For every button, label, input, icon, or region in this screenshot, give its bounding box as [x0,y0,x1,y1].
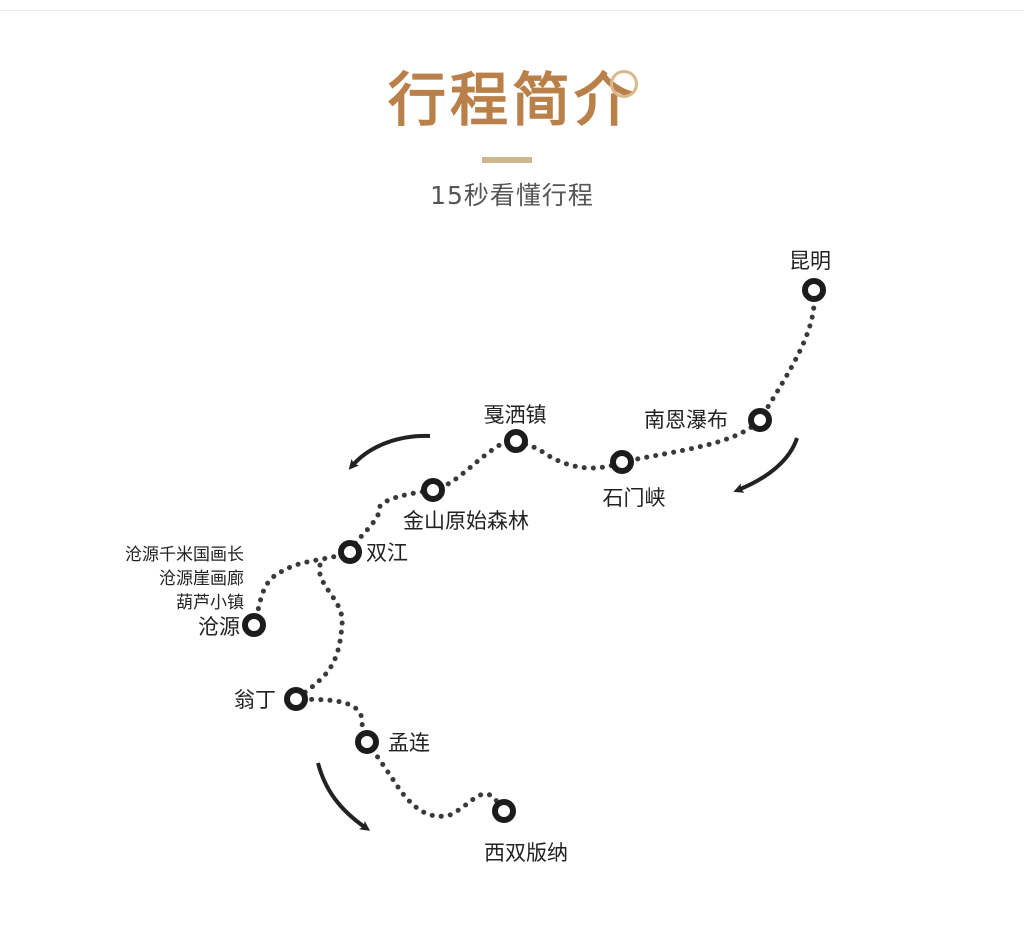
stop-marker-jinshan-forest [421,478,445,502]
stop-marker-shuangjiang [338,540,362,564]
route-path [251,287,817,819]
title-block: 行程简介 [0,60,1024,140]
direction-arrow-1 [348,433,431,470]
top-divider [0,10,1024,11]
cangyuan-note-2: 沧源崖画廊 [159,569,244,589]
stop-label-jinshan-forest: 金山原始森林 [403,509,529,533]
stop-marker-cangyuan [242,613,266,637]
stop-marker-xishuangbanna [492,799,516,823]
stop-marker-kunming [802,278,826,302]
stop-label-nanen-waterfall: 南恩瀑布 [644,408,728,432]
stop-marker-menglian [355,730,379,754]
stop-label-menglian: 孟连 [388,731,430,755]
page-title: 行程简介 [387,66,636,134]
stop-label-xishuangbanna: 西双版纳 [484,841,568,865]
title-ring-icon [610,70,638,98]
direction-arrow-3 [316,762,371,831]
cangyuan-note-3: 葫芦小镇 [176,593,244,613]
stop-label-kunming: 昆明 [789,249,831,273]
stop-label-shimenxia: 石门峡 [603,486,666,510]
stop-label-shuangjiang: 双江 [366,541,408,565]
page-subtitle: 15秒看懂行程 [430,181,594,210]
stop-marker-wengding [284,687,308,711]
title-accent-bar [482,157,532,163]
stop-marker-shimenxia [610,450,634,474]
stop-marker-mangjiu-town [504,429,528,453]
stop-label-wengding: 翁丁 [234,688,276,712]
stop-label-mangjiu-town: 戛洒镇 [484,403,547,427]
stop-label-cangyuan: 沧源 [198,615,240,639]
cangyuan-note-1: 沧源千米国画长 [125,545,244,565]
stop-marker-nanen-waterfall [748,408,772,432]
direction-arrow-2 [733,437,799,493]
